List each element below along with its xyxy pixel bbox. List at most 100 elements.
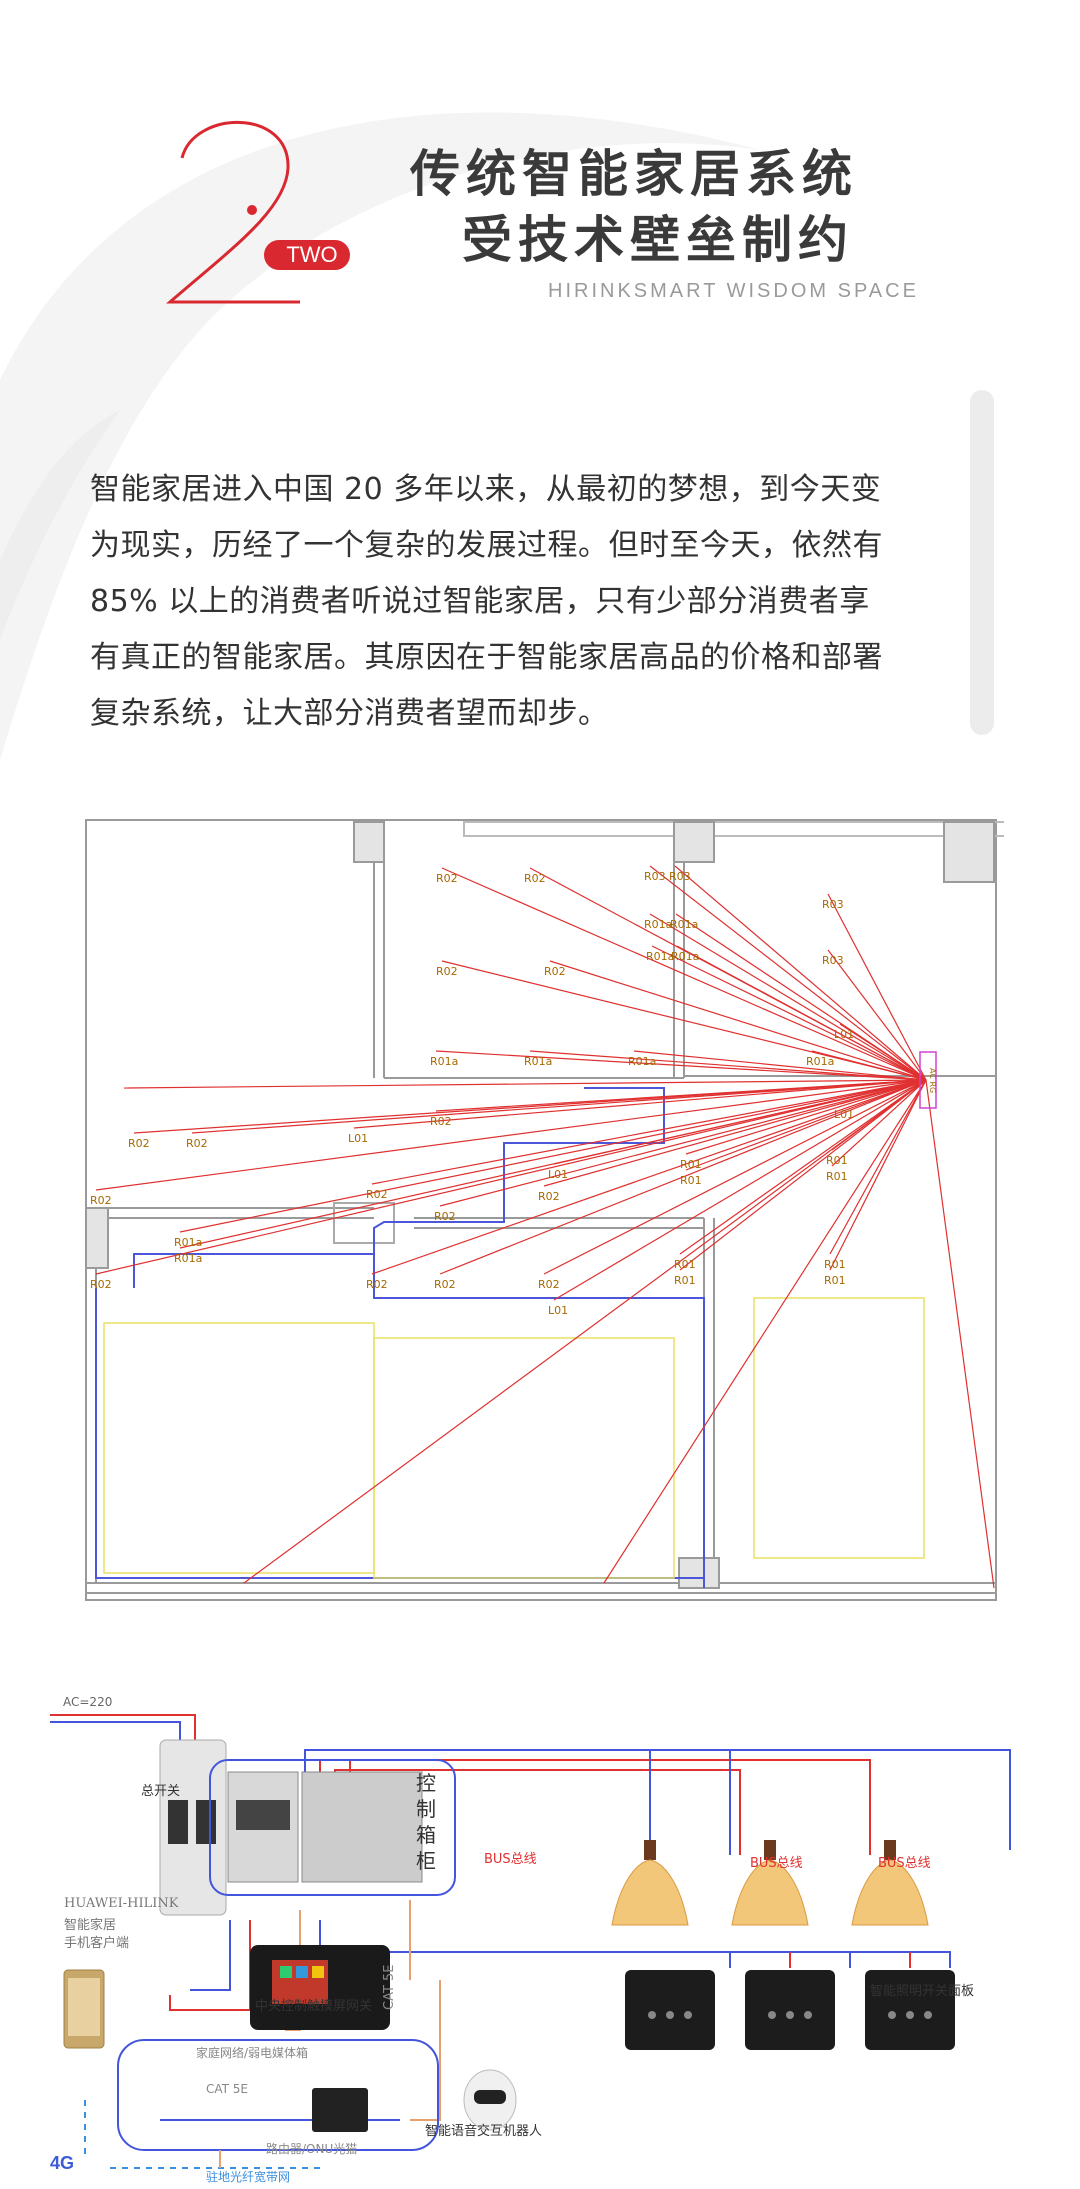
wire-line	[811, 1050, 927, 1081]
wire-line	[649, 865, 927, 1081]
floor-plan-walls	[85, 819, 1004, 1601]
device-label-r02: R02	[366, 1278, 388, 1291]
device-label-r02: R02	[524, 872, 546, 885]
lamp-icon	[611, 1840, 689, 1926]
bus-label-1: BUS总线	[484, 1852, 537, 1867]
wire-line	[649, 913, 927, 1081]
wire-line	[191, 1079, 927, 1134]
main-switch-label: 总开关	[141, 1784, 181, 1799]
page-subtitle: HIRINKSMART WISDOM SPACE	[548, 280, 919, 302]
device-label-r01: R01	[680, 1174, 702, 1187]
switch-panels	[625, 1970, 955, 2050]
ac-label: AC=220	[63, 1695, 113, 1709]
router-label: 路由器/ONU光猫	[266, 2142, 358, 2156]
section-number-graphic	[165, 120, 350, 304]
wire-line	[243, 1079, 927, 1584]
wire-line	[441, 960, 927, 1081]
wire-line	[827, 949, 927, 1081]
section-badge: TWO	[286, 242, 338, 267]
page-title-line2: 受技术壁垒制约	[462, 211, 854, 269]
home-network-label: 家庭网络/弱电媒体箱	[196, 2046, 309, 2060]
wire-line	[839, 1023, 927, 1081]
signal-4g-label: 4G	[50, 2153, 75, 2173]
lamp-icon	[731, 1840, 809, 1926]
wire-line	[685, 1079, 927, 1155]
gateway-label: 中央控制触摸屏网关	[255, 1999, 373, 2014]
wire-line	[543, 1079, 927, 1275]
wire-line	[529, 1050, 927, 1081]
wire-line	[553, 1079, 927, 1301]
device-label-r02: R02	[128, 1137, 150, 1150]
device-label-r02: R02	[436, 872, 458, 885]
device-label-r01a: R01a	[430, 1055, 458, 1068]
phone-label-line1: HUAWEI-HILINK	[64, 1896, 179, 1911]
ceiling-lamps	[611, 1840, 929, 1926]
device-label-r01: R01	[824, 1258, 846, 1271]
fiber-label: 驻地光纤宽带网	[206, 2170, 291, 2184]
cat5e-horizontal-label: CAT 5E	[206, 2082, 249, 2096]
wire-line	[829, 1079, 927, 1271]
wire-line	[674, 865, 927, 1081]
device-label-r02: R02	[430, 1115, 452, 1128]
page-title-line1: 传统智能家居系统	[410, 145, 858, 203]
wire-line	[371, 1079, 927, 1275]
wire-line	[353, 1079, 927, 1129]
device-label-r02: R02	[544, 965, 566, 978]
wire-line	[441, 867, 927, 1081]
switch-panel-icon	[865, 1970, 955, 2050]
wire-line	[925, 1079, 995, 1589]
wire-line	[435, 1050, 927, 1081]
device-label-r01a: R01a	[671, 950, 699, 963]
device-label-r01a: R01a	[670, 918, 698, 931]
wire-line	[679, 1079, 927, 1255]
device-label-r03: R03	[822, 954, 844, 967]
switch-panel-icon	[745, 1970, 835, 2050]
device-label-r02: R02	[90, 1194, 112, 1207]
wire-line	[679, 1079, 927, 1271]
device-label-r02: R02	[538, 1278, 560, 1291]
device-label-r01a: R01a	[644, 918, 672, 931]
bus-label-3: BUS总线	[878, 1856, 931, 1871]
wire-line	[179, 1079, 927, 1233]
lamp-icon	[851, 1840, 929, 1926]
device-label-r01: R01	[674, 1274, 696, 1287]
device-label-r02: R02	[434, 1278, 456, 1291]
device-label-r01a: R01a	[806, 1055, 834, 1068]
cabinet-label: 控制箱柜	[416, 1771, 436, 1873]
robot-label: 智能语音交互机器人	[425, 2124, 543, 2139]
phone-label-line2: 智能家居	[64, 1918, 117, 1933]
device-label-r02: R02	[186, 1137, 208, 1150]
device-label-r01: R01	[826, 1154, 848, 1167]
device-label-l01: L01	[548, 1304, 568, 1317]
device-label-r02: R02	[90, 1278, 112, 1291]
device-label-r03: R03	[822, 898, 844, 911]
switch-panel-label: 智能照明开关面板	[870, 1984, 975, 1999]
lighting-zones	[103, 1297, 925, 1579]
device-label-r01: R01	[824, 1274, 846, 1287]
device-label-l01: L01	[348, 1132, 368, 1145]
wire-line	[371, 1079, 927, 1185]
control-cabinet-outline	[209, 1759, 456, 1896]
wire-line	[553, 1079, 927, 1165]
wire-line	[831, 1079, 927, 1167]
bus-label-2: BUS总线	[750, 1856, 803, 1871]
background-swoosh	[0, 112, 760, 761]
red-wiring	[95, 865, 995, 1589]
device-label-l01: L01	[834, 1108, 854, 1121]
wire-line	[839, 1079, 927, 1105]
panel-label: AC RG	[928, 1068, 937, 1093]
device-label-r03: R03	[644, 870, 666, 883]
device-label-r01a: R01a	[524, 1055, 552, 1068]
wire-line	[95, 1079, 927, 1191]
device-label-r02: R02	[538, 1190, 560, 1203]
wire-line	[685, 1079, 927, 1171]
system-wiring-diagram	[50, 1714, 1011, 2169]
device-label-l01: L01	[548, 1168, 568, 1181]
decorative-scroll-bar	[970, 390, 994, 735]
wire-line	[827, 893, 927, 1081]
device-label-r02: R02	[436, 965, 458, 978]
home-network-box	[117, 2039, 439, 2151]
device-label-r01a: R01a	[174, 1236, 202, 1249]
